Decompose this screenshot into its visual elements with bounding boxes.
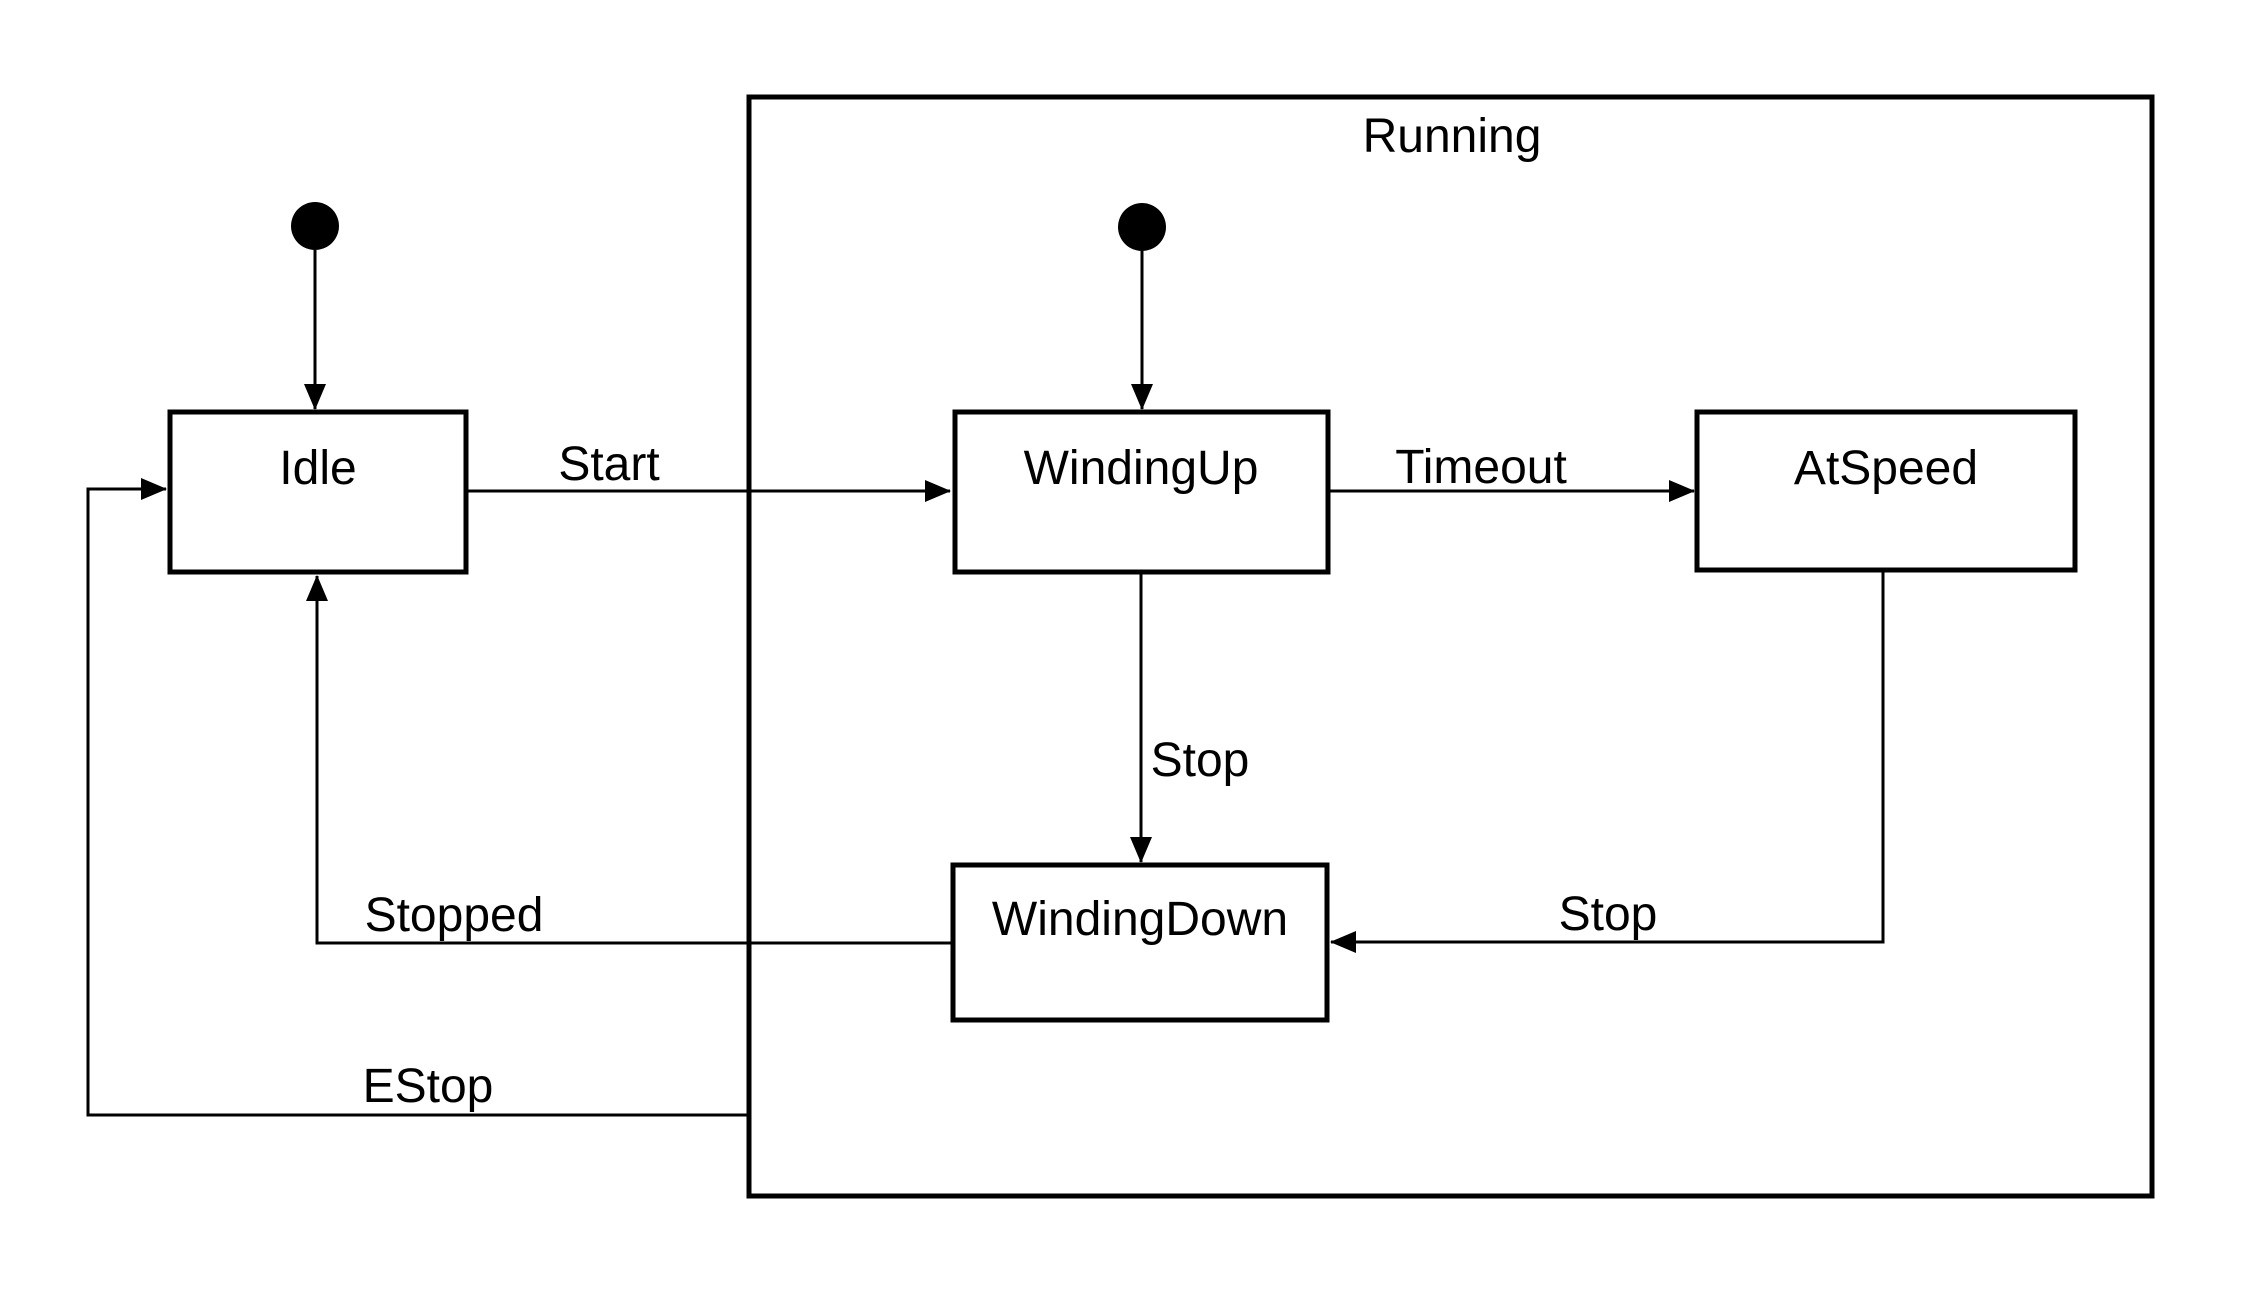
initial-state-dot <box>1118 203 1166 251</box>
transition-stop-atspeed: Stop <box>1330 570 1885 953</box>
winding-up-box <box>952 409 1331 575</box>
initial-state-dot <box>291 202 339 250</box>
state-winding-up: WindingUp <box>952 409 1331 575</box>
idle-box <box>167 409 469 575</box>
state-idle: Idle <box>167 409 469 575</box>
winding-up-label: WindingUp <box>1024 442 1259 495</box>
transition-start: Start <box>466 438 951 502</box>
estop-label: EStop <box>363 1060 494 1113</box>
estop-arrow <box>86 478 749 1117</box>
stop-left-arrow <box>1330 570 1885 953</box>
initial-marker-idle <box>291 202 339 410</box>
stop-left-label: Stop <box>1559 888 1658 941</box>
transition-timeout: Timeout <box>1328 441 1695 502</box>
at-speed-label: AtSpeed <box>1794 442 1978 495</box>
at-speed-box <box>1694 409 2078 573</box>
running-region-border <box>746 94 2155 1199</box>
running-region-label: Running <box>1363 110 1542 163</box>
transition-estop: EStop <box>86 478 749 1117</box>
composite-state-running: Running <box>746 94 2155 1199</box>
winding-down-label: WindingDown <box>992 893 1288 946</box>
idle-label: Idle <box>279 442 356 495</box>
state-winding-down: WindingDown <box>950 862 1330 1023</box>
start-label: Start <box>558 438 659 491</box>
winding-down-box <box>950 862 1330 1023</box>
transition-stopped: Stopped <box>306 575 953 945</box>
timeout-label: Timeout <box>1395 441 1567 494</box>
state-at-speed: AtSpeed <box>1694 409 2078 573</box>
stopped-label: Stopped <box>365 889 544 942</box>
stop-down-label: Stop <box>1151 734 1250 787</box>
initial-marker-winding-up <box>1118 203 1166 410</box>
stopped-arrow <box>306 575 953 945</box>
transition-stop-windingup: Stop <box>1130 572 1250 863</box>
